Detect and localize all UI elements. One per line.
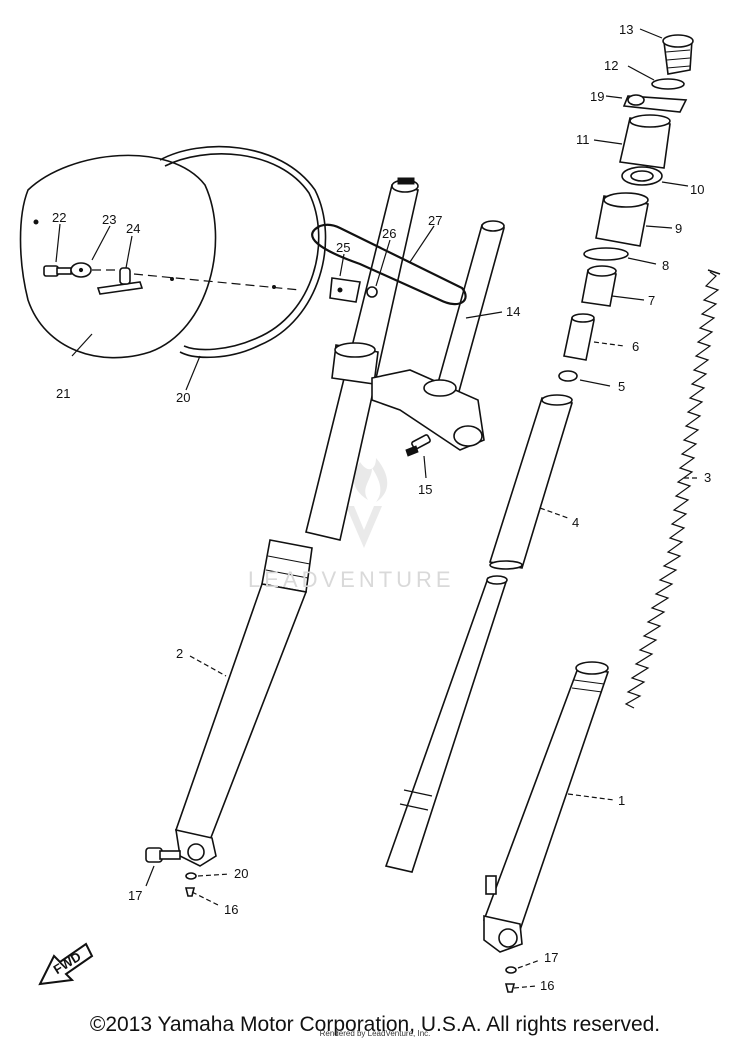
washer-17-left [185,872,197,880]
cap-bolt-13 [662,34,694,75]
oil-seal-10 [621,166,663,186]
upper-bracket-clamp [331,342,379,385]
plate-washer-23 [70,262,92,278]
pinch-bolt-15 [405,434,431,457]
callout-19: 19 [590,89,604,104]
rendered-by-note: Rendered by LeadVenture, Inc. [319,1029,431,1038]
callout-13: 13 [619,22,633,37]
callout-18: 17 [128,888,142,903]
callout-20: 20 [176,390,190,405]
callout-8: 8 [662,258,669,273]
band-clamp-25 [329,277,361,303]
inner-tube-4 [488,394,574,570]
fwd-arrow-icon: FWD [38,942,94,986]
bolt-16-right [504,983,516,993]
o-ring-12 [651,78,685,90]
watermark-logo [346,458,388,548]
callout-labels: 13 12 19 11 10 9 8 7 6 5 4 3 1 14 15 2 1… [52,22,711,993]
number-plate-21 [19,154,217,359]
washer-17-right [505,966,517,974]
callout-17a: 20 [234,866,248,881]
guide-bushing-9 [595,192,649,247]
snap-ring-8 [583,247,629,261]
callout-7: 7 [648,293,655,308]
callout-26: 26 [382,226,396,241]
watermark-text: LEADVENTURE [248,567,455,592]
callout-9: 9 [675,221,682,236]
plate-bracket-24 [96,267,144,295]
callout-12: 12 [604,58,618,73]
cylinder-comp-6 [563,313,595,361]
axle-bolt-18 [145,847,181,863]
callout-3: 3 [704,470,711,485]
callout-16b: 16 [540,978,554,993]
plate-bolt-22 [43,265,72,277]
fork-spring-3 [624,269,721,709]
callout-23: 23 [102,212,116,227]
callout-22: 22 [52,210,66,225]
callout-6: 6 [632,339,639,354]
callout-10: 10 [690,182,704,197]
number-plate-band-27 [311,223,467,306]
cylinder-base-7 [581,265,617,307]
callout-27: 27 [428,213,442,228]
clip-19 [622,94,688,113]
callout-17b: 17 [544,950,558,965]
outer-tube-1 [482,661,610,953]
callout-14: 14 [506,304,520,319]
callout-4: 4 [572,515,579,530]
callout-11: 11 [576,132,590,147]
inner-tube-lower [384,575,508,873]
spring-cover-11 [619,114,671,169]
copyright-notice: ©2013 Yamaha Motor Corporation, U.S.A. A… [89,1013,661,1036]
bolt-16-left [184,887,196,897]
callout-15: 15 [418,482,432,497]
callout-2: 2 [176,646,183,661]
piston-ring-5 [558,370,578,382]
steering-stem-14 [371,220,506,451]
callout-21: 21 [56,386,70,401]
leader-lines [55,28,700,989]
callout-1: 1 [618,793,625,808]
callout-5: 5 [618,379,625,394]
clamp-screw-26 [366,286,378,298]
callout-25: 25 [336,240,350,255]
callout-16a: 16 [224,902,238,917]
callout-24: 24 [126,221,140,236]
